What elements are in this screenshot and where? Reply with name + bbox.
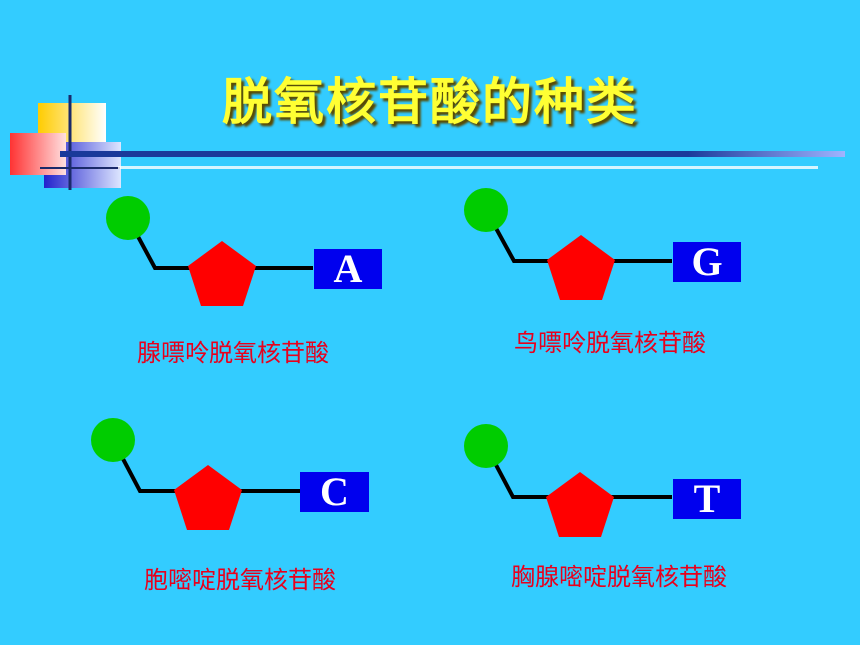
- base-label-c: C: [300, 472, 369, 512]
- page-title: 脱氧核苷酸的种类: [222, 73, 638, 131]
- caption-guanine: 鸟嘌呤脱氧核苷酸: [514, 329, 706, 357]
- nucleotide-t: [464, 424, 672, 537]
- base-label-t: T: [673, 479, 741, 519]
- base-label-a: A: [314, 249, 382, 289]
- phosphate-circle: [91, 418, 135, 462]
- phosphate-circle: [106, 196, 150, 240]
- phosphate-circle: [464, 188, 508, 232]
- nucleotide-a: [106, 196, 313, 306]
- caption-adenine: 腺嘌呤脱氧核苷酸: [137, 339, 329, 367]
- base-label-g: G: [673, 242, 741, 282]
- nucleotide-g: [464, 188, 672, 300]
- title-decoration: [10, 95, 845, 190]
- title-rule-thin: [118, 166, 818, 169]
- deoxyribose-pentagon: [188, 241, 256, 306]
- deoxyribose-pentagon: [547, 235, 615, 300]
- caption-cytosine: 胞嘧啶脱氧核苷酸: [144, 566, 336, 594]
- nucleotide-c: [91, 418, 300, 530]
- deoxyribose-pentagon: [174, 465, 242, 530]
- deoxyribose-pentagon: [546, 472, 614, 537]
- title-rule: [60, 151, 845, 157]
- phosphate-circle: [464, 424, 508, 468]
- caption-thymine: 胸腺嘧啶脱氧核苷酸: [511, 563, 727, 591]
